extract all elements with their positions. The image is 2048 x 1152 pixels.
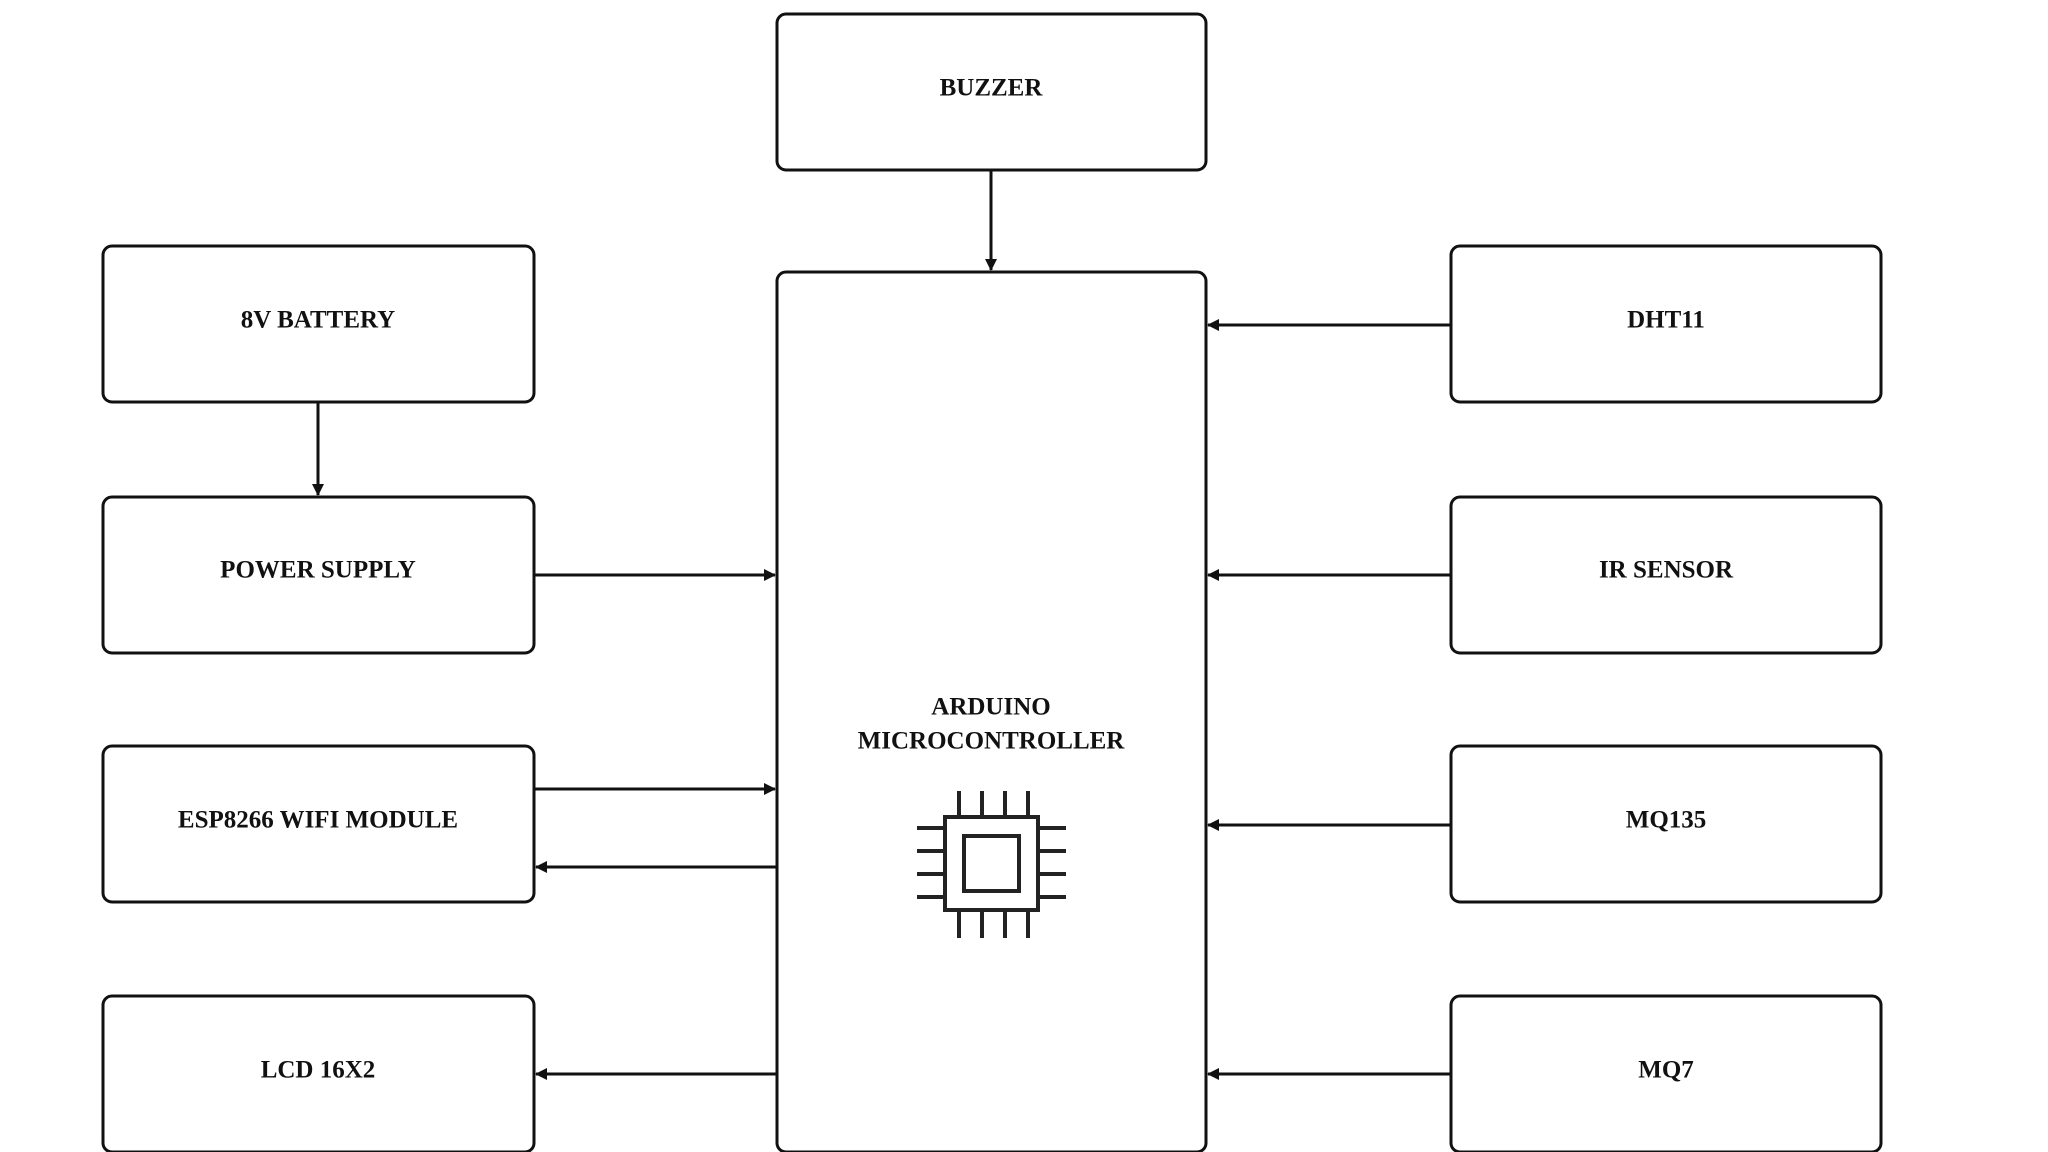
dht11-block: DHT11 <box>1449 244 1883 404</box>
wifi-module-block: ESP8266 WIFI MODULE <box>101 744 536 904</box>
lcd-block: LCD 16X2 <box>101 994 536 1152</box>
buzzer-label: BUZZER <box>940 75 1044 102</box>
mq135-block: MQ135 <box>1449 744 1883 904</box>
wifi-module-label: ESP8266 WIFI MODULE <box>178 807 458 834</box>
battery-label: 8V BATTERY <box>241 307 395 334</box>
buzzer-block: BUZZER <box>775 12 1208 172</box>
microchip-icon <box>917 791 1066 938</box>
mq7-label: MQ7 <box>1638 1057 1694 1084</box>
dht11-label: DHT11 <box>1627 307 1705 334</box>
ir-sensor-label: IR SENSOR <box>1599 557 1734 584</box>
controller-label-line1: ARDUINO <box>931 694 1050 721</box>
power-supply-block: POWER SUPPLY <box>101 495 536 655</box>
battery-block: 8V BATTERY <box>101 244 536 404</box>
mq135-label: MQ135 <box>1626 807 1707 834</box>
controller-label-line2: MICROCONTROLLER <box>858 728 1126 755</box>
power-supply-label: POWER SUPPLY <box>220 557 416 584</box>
controller-block: ARDUINO MICROCONTROLLER <box>775 270 1208 1152</box>
lcd-label: LCD 16X2 <box>261 1057 376 1084</box>
ir-sensor-block: IR SENSOR <box>1449 495 1883 655</box>
mq7-block: MQ7 <box>1449 994 1883 1152</box>
